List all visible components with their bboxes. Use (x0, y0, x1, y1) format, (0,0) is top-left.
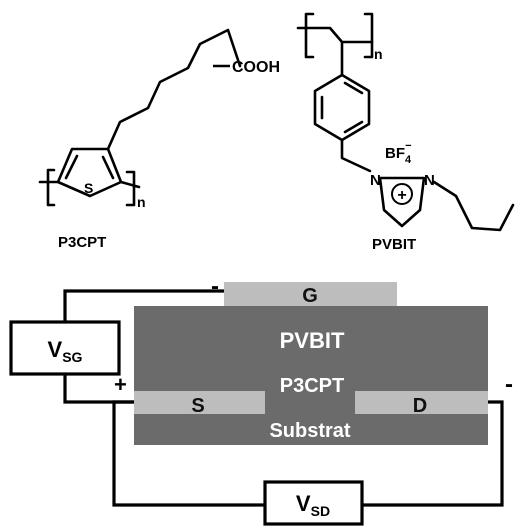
pvbit-bracket-left (304, 12, 315, 59)
source-polarity-sign: + (114, 372, 127, 397)
gate-electrode (224, 282, 397, 306)
dielectric-label: PVBIT (280, 328, 345, 353)
semiconductor-label: P3CPT (280, 375, 344, 397)
p3cpt-sulfur-label: S (84, 180, 93, 196)
vsd-source-box (263, 480, 364, 526)
substrate-layer (134, 414, 488, 445)
p3cpt-cooh-label: COOH (232, 59, 280, 76)
wire-source-to-vsd (112, 400, 265, 507)
thiophene-double-bond-left (64, 154, 79, 180)
source-label: S (191, 395, 204, 417)
wire-gate-to-vsg (63, 289, 224, 322)
vsg-source-box (9, 320, 121, 376)
drain-label: D (413, 395, 427, 417)
butyl-chain (432, 180, 515, 232)
thiophene-double-bond-right (101, 155, 115, 180)
pvbit-nitrogen-left: N (370, 172, 381, 189)
benzene-inner-3 (343, 120, 364, 134)
methylene-bond (340, 138, 372, 173)
pvbit-nitrogen-right: N (424, 172, 435, 189)
imidazolium-ring (378, 176, 426, 228)
benzene-inner-2 (343, 81, 364, 95)
thiophene-ring (56, 147, 123, 198)
backbone-bond-right (119, 180, 141, 189)
pvbit-repeat-n: n (374, 46, 383, 62)
pvbit-bracket-right (363, 12, 374, 59)
wire-vsg-to-source (63, 374, 134, 404)
p3cpt-repeat-n: n (137, 194, 146, 210)
p3cpt-name-label: P3CPT (58, 234, 106, 251)
bf4-counterion: BF4− (385, 140, 412, 166)
pvbit-backbone (296, 26, 374, 44)
pvbit-dielectric-layer (134, 306, 488, 391)
source-electrode (134, 391, 265, 414)
repeat-bracket-right (125, 170, 136, 207)
pvbit-name-label: PVBIT (372, 236, 416, 253)
repeat-bracket-left (46, 168, 56, 207)
alkyl-chain (106, 28, 242, 151)
drain-polarity-sign: - (505, 371, 513, 398)
imidazolium-plus: + (397, 187, 406, 204)
gate-polarity-sign: - (211, 273, 219, 300)
vsd-label: VSD (296, 491, 330, 519)
circuit-wires (63, 289, 504, 507)
pvbit-structure (296, 12, 515, 232)
wire-vsd-to-drain (362, 400, 504, 507)
vsg-label: VSG (48, 337, 83, 365)
imidazolium-charge-circle (391, 183, 413, 205)
drain-electrode (355, 391, 488, 414)
substrate-label: Substrat (269, 420, 350, 442)
p3cpt-structure (38, 28, 242, 207)
gate-label: G (302, 285, 318, 307)
